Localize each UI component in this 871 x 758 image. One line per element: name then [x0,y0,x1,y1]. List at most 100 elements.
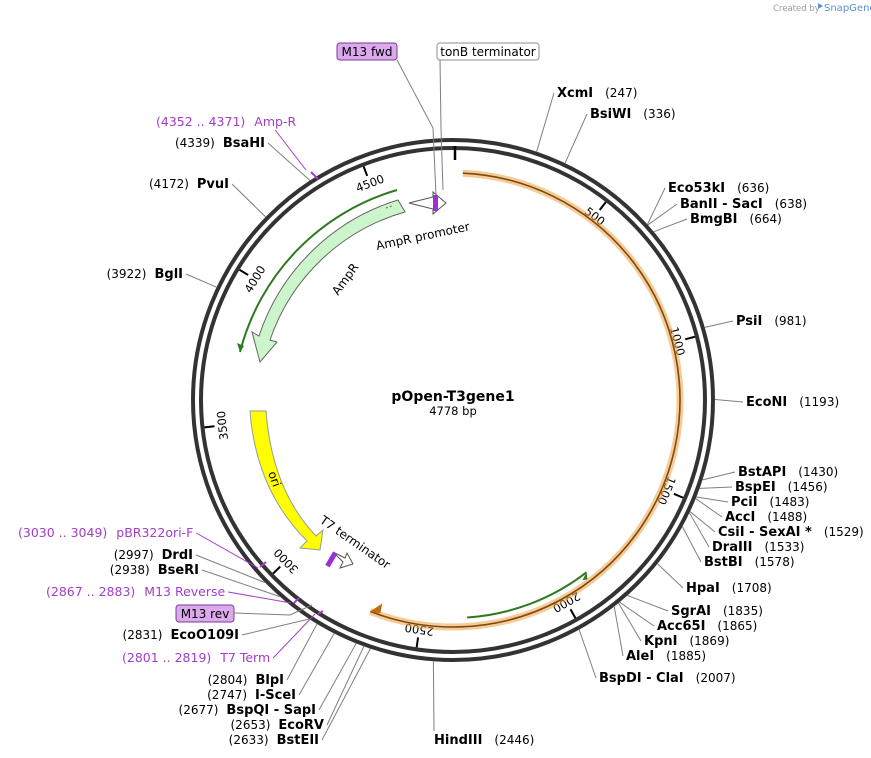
site-pos-blpi: (2804) [208,673,248,687]
site-name-hpai: HpaI [686,581,720,596]
plasmid-name: pOpen-T3gene1 [391,389,514,405]
site-pos-drdi: (2997) [114,548,154,562]
primer-t7-term[interactable]: (2801 .. 2819)T7 Term [122,613,316,665]
site-pos-hindiii: (2446) [494,733,534,747]
site-ecoo109i[interactable]: EcoO109I(2831) [123,628,239,643]
primer-amp-r[interactable]: (4352 .. 4371) Amp-R [156,114,307,171]
site-bmgbi[interactable]: BmgBI(664) [690,212,782,227]
tick-label-3500: 3500 [214,410,231,441]
tick-mark-4000 [239,268,249,276]
primer-name-m13-reverse: M13 Reverse [144,584,225,599]
site-econi[interactable]: EcoNI (1193) [746,395,839,410]
site-eco53ki[interactable]: Eco53kI(636) [668,181,769,196]
leader-bmgbi [653,218,688,233]
site-name-ecoo109i: EcoO109I [170,628,239,643]
site-name-pvui: PvuI [197,177,229,192]
site-ecorv[interactable]: EcoRV(2653) [231,718,325,733]
site-xcmi[interactable]: XcmI(247) [557,86,637,101]
site-bspei[interactable]: BspEI(1456) [735,480,828,495]
site-csii-sexai[interactable]: CsiI - SexAI * (1529) [718,525,864,540]
site-hindiii[interactable]: HindIII(2446) [434,733,534,748]
site-hpai[interactable]: HpaI(1708) [686,581,772,596]
site-acci[interactable]: AccI (1488) [725,510,807,525]
site-bspqi-sapi[interactable]: BspQI - SapI(2677) [179,703,316,718]
m13-rev-box-label: M13 rev [181,607,230,621]
leader-bsahi [267,142,311,181]
site-name-eco53ki: Eco53kI [668,181,725,196]
site-banii-saci[interactable]: BanII - SacI(638) [680,197,807,212]
ampr-feature[interactable] [251,199,406,364]
primer-m13-reverse[interactable]: (2867 .. 2883)M13 Reverse [46,584,292,604]
site-pos-acci: (1488) [767,510,807,524]
site-leaders [185,92,744,741]
site-blpi[interactable]: BlpI(2804) [208,673,284,688]
leader-banii-saci [647,203,678,226]
leader-psii [704,320,734,328]
site-bseri[interactable]: BseRI(2938) [110,563,199,578]
leader-eco53ki [647,187,666,225]
primer-leader-t7-term [272,613,316,659]
site-name-ecorv: EcoRV [278,718,324,733]
leader-ecorv [326,646,365,726]
site-bsahi[interactable]: BsaHI(4339) [175,136,265,151]
site-bsteii[interactable]: BstEII(2633) [229,733,319,748]
site-acc65i[interactable]: Acc65I(1865) [657,619,757,634]
leader-hindiii [432,661,435,732]
site-i-scei[interactable]: I-SceI(2747) [207,688,296,703]
ampr-promoter-arrow[interactable] [408,190,447,216]
site-name-bstapi: BstAPI [738,465,786,480]
insert-arrow-head [370,603,383,614]
site-bstapi[interactable]: BstAPI(1430) [738,465,838,480]
site-draiii[interactable]: DraIII(1533) [712,540,804,555]
t7-terminator-arrow[interactable] [332,551,354,569]
site-sgrai[interactable]: SgrAI(1835) [671,604,763,619]
site-pos-econi: (1193) [799,395,839,409]
site-bsiwi[interactable]: BsiWI(336) [590,107,676,122]
site-drdi[interactable]: DrdI(2997) [114,548,193,563]
tonb-terminator-box[interactable]: tonB terminator [436,42,540,61]
leader-pcii [696,496,729,503]
t7-term-primer-mark [317,610,324,615]
m13-fwd-box[interactable]: M13 fwd [336,42,398,61]
site-bspdi-clai[interactable]: BspDI - ClaI(2007) [599,671,736,686]
site-name-bspei: BspEI [735,480,776,495]
leader-bsteii [321,648,371,741]
site-name-acci: AccI [725,510,755,525]
site-pos-alei: (1885) [666,649,706,663]
tick-mark-1000 [684,335,696,341]
site-pos-csii-sexai: (1529) [824,525,864,539]
leader-bstbi [681,526,702,563]
leader-acci [695,498,723,518]
site-pcii[interactable]: PciI(1483) [731,495,809,510]
site-name-econi: EcoNI [746,395,787,410]
primer-pbr322ori-f[interactable]: (3030 .. 3049)pBR322ori-F [18,525,259,569]
ampr-label: AmpR [329,261,361,298]
leader-acc65i [619,601,655,627]
primer-range-t7-term: (2801 .. 2819) [122,650,211,665]
ori-feature[interactable] [249,410,324,551]
site-name-kpni: KpnI [644,634,677,649]
credit-created-by: Created by [773,4,820,14]
m13-reverse-primer-mark [293,597,300,604]
site-bgli[interactable]: BglI(3922) [107,267,183,282]
primer-range-amp-r: (4352 .. 4371) [156,114,245,129]
backbone-inner [199,146,707,654]
site-kpni[interactable]: KpnI(1869) [644,634,729,649]
leader-pvui [231,183,266,218]
site-bstbi[interactable]: BstBI(1578) [704,555,795,570]
leader-draiii [689,512,710,548]
tick-mark-1500 [673,492,684,499]
site-pos-acc65i: (1865) [717,619,757,633]
primer-name-amp-r: Amp-R [254,114,296,129]
m13-fwd-leader [396,59,437,196]
site-pos-bsiwi: (336) [643,107,675,121]
site-alei[interactable]: AleI(1885) [626,649,706,664]
site-name-bstbi: BstBI [704,555,743,570]
site-psii[interactable]: PsiI(981) [736,314,807,329]
site-name-csii-sexai: CsiI - SexAI * [718,525,812,540]
m13-rev-box[interactable]: M13 rev [175,604,235,623]
site-pvui[interactable]: PvuI(4172) [149,177,229,192]
site-pos-bsahi: (4339) [175,136,215,150]
site-name-psii: PsiI [736,314,762,329]
leader-ecoo109i [241,618,310,636]
